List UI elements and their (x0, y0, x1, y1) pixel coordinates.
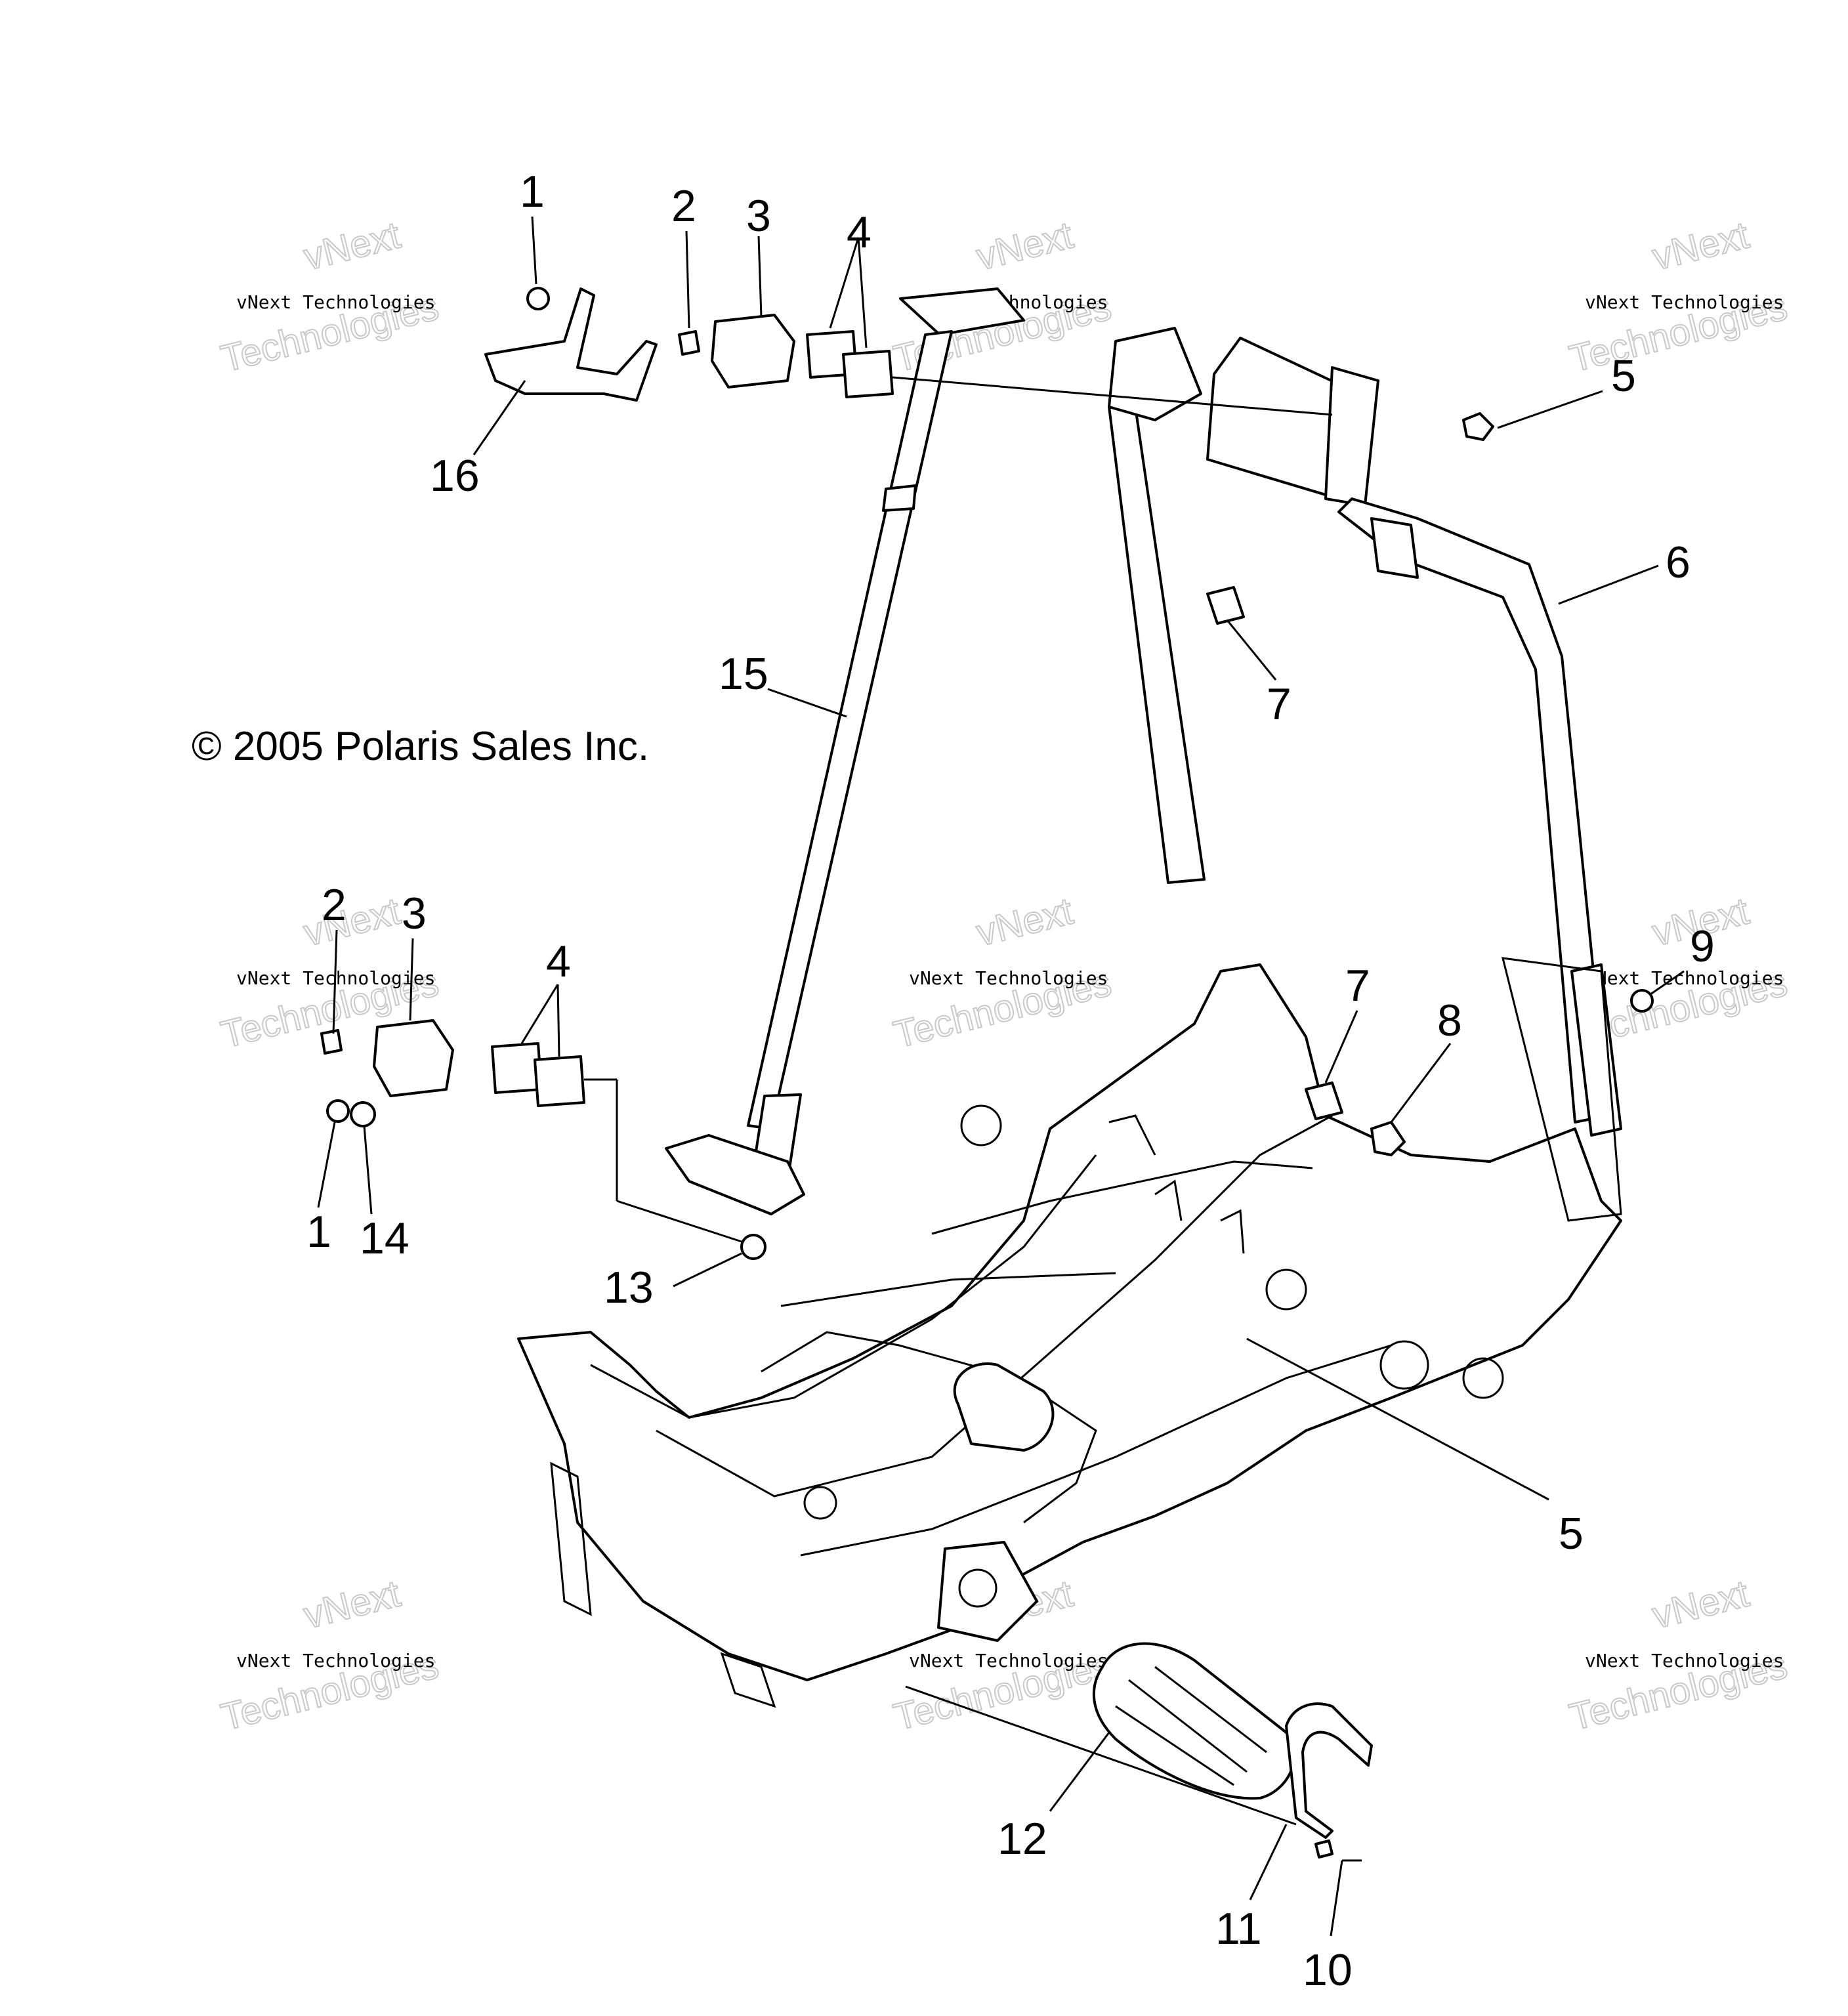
clamp-ring-part-11 (1285, 1702, 1373, 1839)
copyright-notice: © 2005 Polaris Sales Inc. (192, 724, 649, 769)
callout-6: 6 (1666, 537, 1690, 587)
callout-1-top: 1 (520, 167, 545, 217)
clamp-part-7-right (1305, 1082, 1343, 1120)
washer-part-13 (740, 1234, 766, 1260)
watermark-brand: vNext (300, 1572, 405, 1637)
watermark-mid-center: vNext Technologies vNext Technologies (889, 889, 1116, 1057)
bolt-part-2-left (320, 1029, 343, 1055)
callout-4-top: 4 (847, 207, 872, 257)
watermark-text: vNext Technologies (1585, 1650, 1784, 1671)
callout-3-top: 3 (746, 191, 771, 241)
steering-column-part-15 (665, 287, 1025, 1215)
watermark-brand: vNext (1648, 214, 1754, 279)
callout-5-bottom: 5 (1559, 1509, 1584, 1559)
watermark-bottom-left: vNext Technologies vNext Technologies (216, 1572, 443, 1740)
bolt-part-8 (1370, 1121, 1406, 1156)
watermark-brand: vNext (1648, 1572, 1754, 1637)
watermark-brand: vNext (973, 214, 1078, 279)
callout-15: 15 (719, 649, 768, 699)
watermark-text: vNext Technologies (236, 291, 435, 313)
callout-10: 10 (1303, 1945, 1353, 1995)
callout-16: 16 (430, 451, 480, 501)
callout-1-left: 1 (306, 1207, 331, 1257)
callout-labels: 1 2 3 4 5 6 7 15 16 2 3 4 1 14 13 7 8 9 … (306, 167, 1715, 1995)
callout-11: 11 (1215, 1904, 1262, 1954)
callout-7-right: 7 (1345, 961, 1370, 1011)
bolt-part-2-top (678, 330, 700, 356)
bushing-part-4-top-b (842, 350, 894, 398)
bracket-part-16 (484, 287, 658, 402)
watermark-text: vNext Technologies (909, 1650, 1108, 1671)
callout-2-left: 2 (322, 880, 346, 930)
watermark-text: vNext Technologies (909, 967, 1108, 989)
leader-lines (317, 216, 1685, 1937)
watermark-bottom-right: vNext Technologies vNext Technologies (1564, 1572, 1792, 1740)
watermark-text: vNext Technologies (1585, 967, 1784, 989)
watermark-top-right: vNext Technologies vNext Technologies (1564, 213, 1792, 381)
callout-3-left: 3 (402, 889, 427, 938)
bushing-part-4-left-a (491, 1042, 543, 1094)
callout-2-top: 2 (671, 181, 696, 231)
screw-part-10 (1314, 1839, 1334, 1858)
nut-part-1-top (526, 287, 550, 310)
boot-part-12 (1092, 1642, 1296, 1800)
clamp-part-3-left (373, 1019, 454, 1097)
nut-part-9 (1630, 989, 1654, 1013)
callout-5-top: 5 (1611, 351, 1636, 401)
callout-4-left: 4 (546, 936, 571, 986)
callout-9: 9 (1690, 921, 1715, 971)
callout-13: 13 (604, 1263, 654, 1312)
clamp-part-7-top (1206, 586, 1245, 625)
nut-part-1-left (326, 1099, 350, 1123)
callout-8: 8 (1437, 996, 1462, 1045)
chassis-frame (517, 957, 1622, 1708)
watermark-text: vNext Technologies (1585, 291, 1784, 313)
watermark-top-left: vNext Technologies vNext Technologies (216, 213, 443, 381)
washer-part-14 (350, 1101, 376, 1127)
roll-bar-part-6 (1108, 327, 1622, 1137)
watermark-brand: vNext (300, 214, 405, 279)
callout-14: 14 (360, 1213, 410, 1263)
bushing-part-4-left-b (534, 1055, 585, 1107)
clamp-part-3-top (711, 314, 795, 388)
callout-12: 12 (998, 1814, 1047, 1864)
watermark-text: vNext Technologies (236, 1650, 435, 1671)
hardware-parts (320, 287, 1654, 1858)
watermark-brand: vNext (973, 890, 1078, 955)
watermark-brand: vNext (300, 890, 405, 955)
bolt-part-5-top (1462, 412, 1494, 441)
callout-7-top: 7 (1267, 679, 1292, 729)
